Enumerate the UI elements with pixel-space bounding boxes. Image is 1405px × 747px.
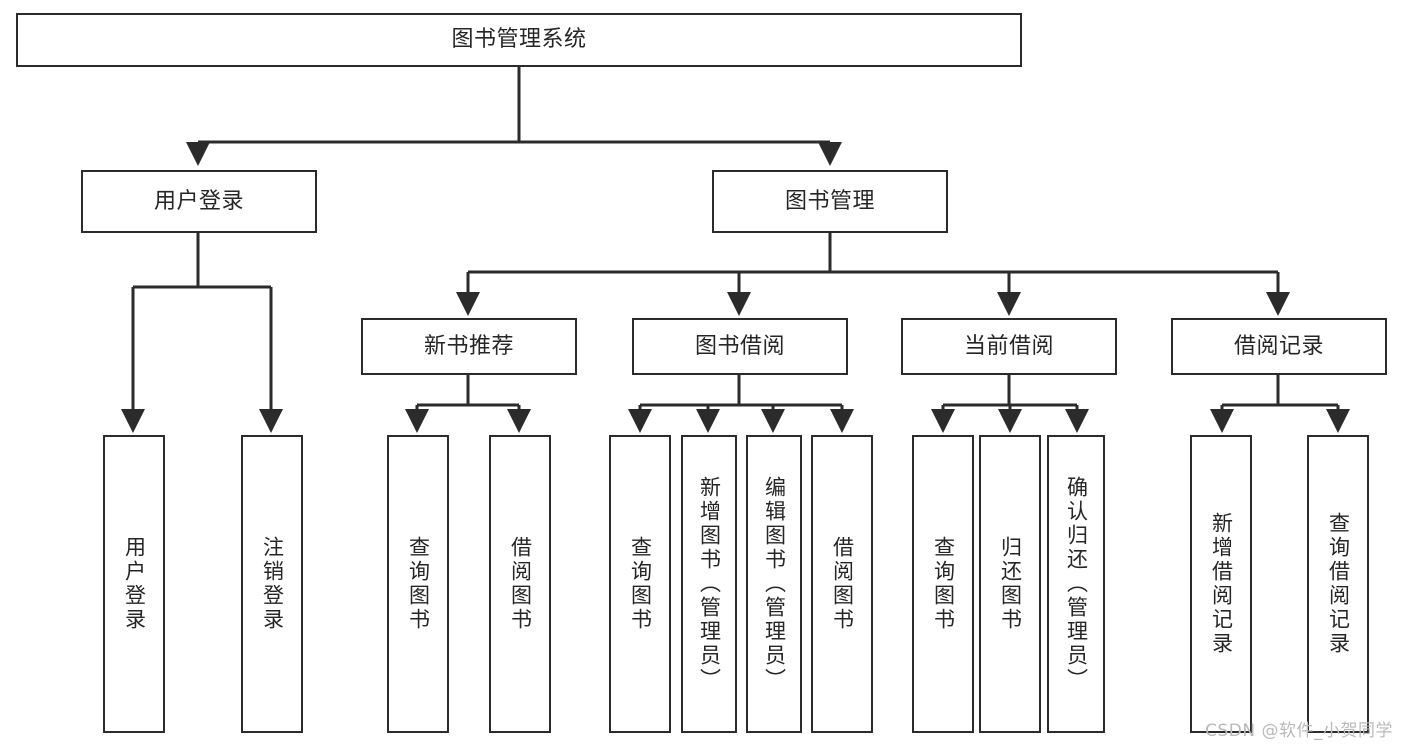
watermark: CSDN @软件_小贺同学 bbox=[1205, 721, 1393, 741]
node-label: 借阅记录 bbox=[1233, 333, 1324, 359]
node-leaf-query-book-current[interactable]: 查询图书 bbox=[912, 435, 974, 733]
node-label: 编辑图书（管理员） bbox=[762, 476, 787, 692]
node-label: 查询图书 bbox=[406, 536, 431, 632]
node-leaf-user-login[interactable]: 用户登录 bbox=[103, 435, 165, 733]
node-leaf-confirm-return-admin[interactable]: 确认归还（管理员） bbox=[1047, 435, 1105, 733]
node-leaf-borrow-book-recommend[interactable]: 借阅图书 bbox=[489, 435, 551, 733]
node-label: 新书推荐 bbox=[423, 333, 514, 359]
node-label: 用户登录 bbox=[153, 188, 244, 214]
node-label: 归还图书 bbox=[998, 536, 1023, 632]
node-label: 图书管理 bbox=[784, 188, 875, 214]
node-label: 新增借阅记录 bbox=[1209, 512, 1234, 656]
node-book-management[interactable]: 图书管理 bbox=[712, 170, 948, 233]
node-leaf-query-borrow-record[interactable]: 查询借阅记录 bbox=[1307, 435, 1369, 733]
node-borrow-record[interactable]: 借阅记录 bbox=[1171, 318, 1387, 375]
node-label: 当前借阅 bbox=[963, 333, 1054, 359]
node-label: 借阅图书 bbox=[830, 536, 855, 632]
node-root-library-system[interactable]: 图书管理系统 bbox=[16, 13, 1022, 67]
node-book-borrow[interactable]: 图书借阅 bbox=[632, 318, 848, 375]
node-label: 借阅图书 bbox=[508, 536, 533, 632]
node-leaf-borrow-book[interactable]: 借阅图书 bbox=[811, 435, 873, 733]
node-leaf-query-book-borrow[interactable]: 查询图书 bbox=[609, 435, 671, 733]
node-user-login[interactable]: 用户登录 bbox=[81, 170, 317, 233]
node-leaf-return-book[interactable]: 归还图书 bbox=[979, 435, 1041, 733]
node-label: 新增图书（管理员） bbox=[697, 476, 722, 692]
node-leaf-edit-book-admin[interactable]: 编辑图书（管理员） bbox=[746, 435, 802, 733]
node-label: 用户登录 bbox=[122, 536, 147, 632]
node-new-book-recommend[interactable]: 新书推荐 bbox=[361, 318, 577, 375]
node-label: 图书借阅 bbox=[694, 333, 785, 359]
node-label: 注销登录 bbox=[260, 536, 285, 632]
node-label: 查询借阅记录 bbox=[1326, 512, 1351, 656]
node-leaf-logout[interactable]: 注销登录 bbox=[241, 435, 303, 733]
node-leaf-add-borrow-record[interactable]: 新增借阅记录 bbox=[1190, 435, 1252, 733]
node-label: 查询图书 bbox=[628, 536, 653, 632]
node-label: 查询图书 bbox=[931, 536, 956, 632]
node-leaf-add-book-admin[interactable]: 新增图书（管理员） bbox=[681, 435, 737, 733]
node-current-borrow[interactable]: 当前借阅 bbox=[901, 318, 1117, 375]
node-label: 确认归还（管理员） bbox=[1064, 476, 1089, 692]
node-leaf-query-book-recommend[interactable]: 查询图书 bbox=[387, 435, 449, 733]
node-label: 图书管理系统 bbox=[451, 27, 587, 53]
